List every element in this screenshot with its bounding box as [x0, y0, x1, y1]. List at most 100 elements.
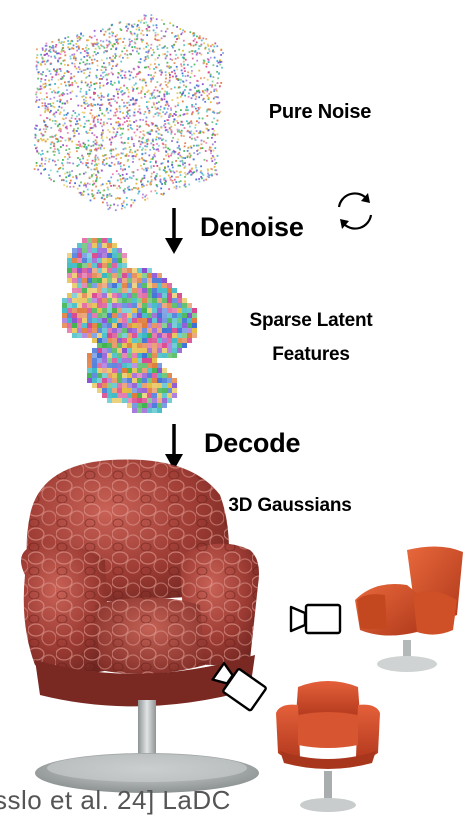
noise-dot	[199, 132, 201, 134]
latent-cell	[142, 408, 147, 413]
noise-dot	[217, 133, 219, 135]
noise-dot	[145, 149, 147, 151]
latent-cell	[157, 293, 162, 298]
noise-dot	[89, 183, 91, 185]
noise-dot	[94, 157, 96, 159]
noise-dot	[212, 81, 214, 83]
noise-dot	[129, 109, 131, 111]
noise-dot	[116, 102, 118, 104]
noise-dot	[132, 90, 134, 92]
latent-cell	[97, 258, 102, 263]
latent-cell	[107, 288, 112, 293]
noise-dot	[75, 43, 77, 45]
latent-cell	[137, 388, 142, 393]
latent-cell	[172, 328, 177, 333]
noise-dot	[95, 148, 97, 150]
latent-cell	[172, 343, 177, 348]
latent-cell	[132, 378, 137, 383]
noise-dot	[59, 99, 61, 101]
noise-dot	[161, 88, 163, 90]
noise-dot	[36, 61, 38, 63]
noise-dot	[43, 120, 45, 122]
latent-cell	[137, 318, 142, 323]
latent-cell	[152, 308, 157, 313]
noise-dot	[138, 53, 140, 55]
noise-dot	[206, 63, 208, 65]
latent-cell	[132, 318, 137, 323]
noise-dot	[145, 56, 147, 58]
noise-dot	[99, 104, 101, 106]
latent-cell	[102, 308, 107, 313]
noise-dot	[119, 163, 121, 165]
latent-cell	[92, 358, 97, 363]
latent-cell	[167, 378, 172, 383]
latent-cell	[112, 388, 117, 393]
noise-dot	[94, 30, 96, 32]
noise-dot	[44, 79, 46, 81]
noise-dot	[213, 118, 215, 120]
latent-cell	[162, 288, 167, 293]
noise-dot	[160, 181, 162, 183]
latent-cell	[142, 273, 147, 278]
latent-cell	[72, 263, 77, 268]
noise-dot	[88, 132, 90, 134]
noise-dot	[69, 48, 71, 50]
noise-dot	[44, 168, 46, 170]
noise-dot	[65, 149, 67, 151]
noise-dot	[60, 83, 62, 85]
latent-cell	[142, 313, 147, 318]
noise-dot	[147, 55, 149, 57]
noise-dot	[58, 52, 60, 54]
noise-dot	[203, 60, 205, 62]
latent-cell	[102, 328, 107, 333]
latent-cell	[107, 293, 112, 298]
noise-dot	[131, 138, 133, 140]
noise-dot	[189, 51, 191, 53]
noise-dot	[165, 71, 167, 73]
latent-cell	[107, 363, 112, 368]
noise-dot	[195, 124, 197, 126]
noise-dot	[91, 163, 93, 165]
noise-dot	[140, 181, 142, 183]
noise-dot	[79, 39, 81, 41]
latent-cell	[87, 333, 92, 338]
noise-dot	[158, 133, 160, 135]
noise-dot	[180, 54, 182, 56]
noise-dot	[123, 202, 125, 204]
latent-cell	[127, 383, 132, 388]
noise-dot	[99, 192, 101, 194]
noise-dot	[120, 137, 122, 139]
latent-cell	[67, 303, 72, 308]
noise-dot	[138, 61, 140, 63]
noise-dot	[141, 168, 143, 170]
latent-cell	[127, 288, 132, 293]
latent-cell	[157, 398, 162, 403]
noise-dot	[151, 129, 153, 131]
latent-cell	[132, 283, 137, 288]
noise-dot	[47, 138, 49, 140]
latent-cell	[107, 278, 112, 283]
latent-cell	[107, 283, 112, 288]
noise-dot	[208, 45, 210, 47]
noise-dot	[220, 82, 222, 84]
latent-cell	[97, 358, 102, 363]
noise-dot	[187, 123, 189, 125]
noise-dot	[166, 28, 168, 30]
latent-cell	[147, 293, 152, 298]
noise-dot	[80, 88, 82, 90]
noise-dot	[195, 44, 197, 46]
noise-dot	[103, 85, 105, 87]
noise-dot	[94, 134, 96, 136]
noise-dot	[179, 165, 181, 167]
noise-dot	[90, 145, 92, 147]
latent-cell	[132, 323, 137, 328]
noise-dot	[128, 71, 130, 73]
latent-cell	[102, 303, 107, 308]
noise-dot	[121, 90, 123, 92]
noise-dot	[144, 96, 146, 98]
noise-dot	[42, 61, 44, 63]
noise-dot	[219, 86, 221, 88]
noise-dot	[181, 135, 183, 137]
noise-dot	[56, 74, 58, 76]
noise-dot	[129, 39, 131, 41]
